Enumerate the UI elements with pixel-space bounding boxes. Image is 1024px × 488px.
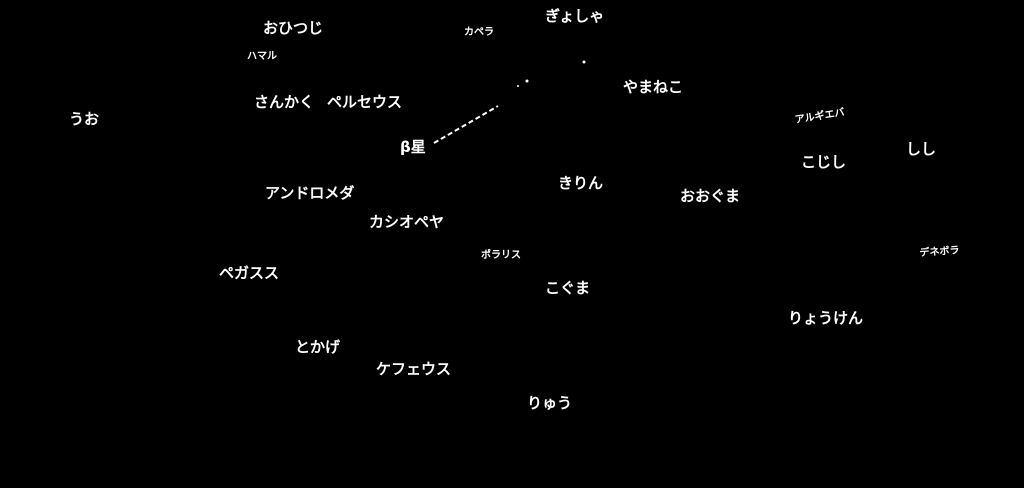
constellation-label: りゅう xyxy=(527,394,573,412)
constellation-label: こじし xyxy=(801,153,847,171)
constellation-label: とかげ xyxy=(295,338,341,356)
constellation-label: おおぐま xyxy=(680,187,741,205)
constellation-label: りょうけん xyxy=(788,309,864,327)
star-name-label: デネボラ xyxy=(919,245,960,259)
constellation-label: おひつじ xyxy=(263,19,324,37)
star-name-label: アルギエバ xyxy=(794,107,846,126)
constellation-label: ペルセウス xyxy=(327,93,403,111)
constellation-label: ぎょしゃ xyxy=(545,7,605,25)
constellation-label: さんかく xyxy=(254,93,315,111)
constellation-label: うお xyxy=(69,110,100,128)
star-name-label: カペラ xyxy=(464,27,494,38)
beta-star-label: β星 xyxy=(400,138,426,156)
star-name-label: ハマル xyxy=(247,51,277,62)
constellation-label: ケフェウス xyxy=(376,360,452,378)
constellation-label: こぐま xyxy=(545,279,591,297)
star-dot xyxy=(582,60,586,64)
constellation-label: しし xyxy=(906,140,937,158)
constellation-label: カシオペヤ xyxy=(369,213,445,231)
star-dot xyxy=(525,79,529,83)
constellation-label: きりん xyxy=(558,174,604,192)
star-dot xyxy=(517,85,519,87)
star-name-label: ポラリス xyxy=(481,250,521,261)
constellation-label: ペガスス xyxy=(219,264,280,282)
constellation-label: アンドロメダ xyxy=(265,184,355,202)
beta-star-pointer-line xyxy=(433,105,499,144)
constellation-label: やまねこ xyxy=(623,78,684,96)
